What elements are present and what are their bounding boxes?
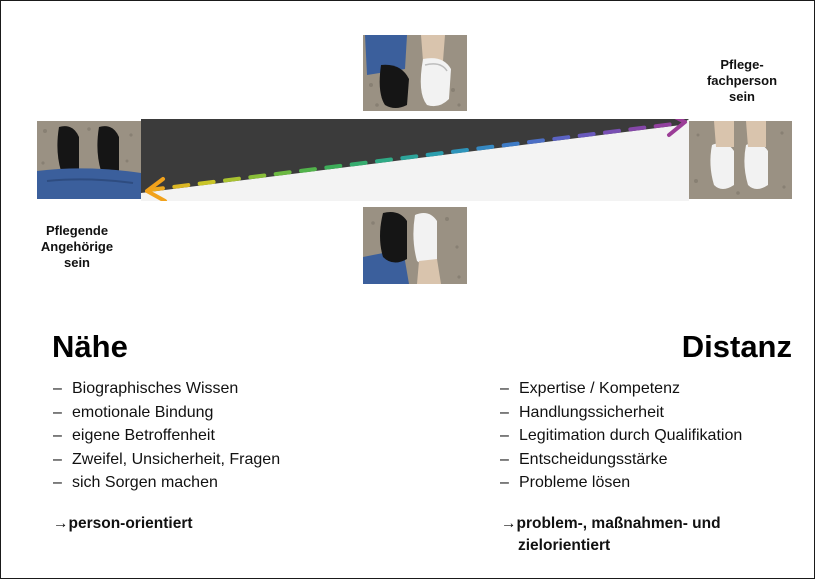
arrowhead-left-icon: [145, 177, 167, 203]
arrow-dash: [628, 125, 647, 132]
role-label-nursing-professional: Pflege- fachperson sein: [706, 57, 778, 104]
list-naehe: –Biographisches Wissen –emotionale Bindu…: [53, 377, 280, 495]
arrow-dash: [197, 179, 216, 186]
arrow-dash: [248, 173, 267, 180]
arrow-dash: [400, 154, 419, 161]
right-arrow-icon: →: [53, 515, 69, 532]
right-arrow-icon: →: [501, 515, 517, 532]
feet-black-shoes-photo: [37, 121, 141, 199]
list-item: –sich Sorgen machen: [53, 474, 218, 492]
arrow-dash: [552, 135, 571, 141]
spectrum-gradient-arrow-line: [147, 122, 672, 192]
arrow-dash: [172, 183, 191, 189]
arrow-dash: [653, 122, 672, 129]
list-item: –Entscheidungsstärke: [500, 450, 668, 468]
nearness-distance-spectrum: [141, 111, 689, 203]
feet-white-clogs-photo: [688, 121, 792, 199]
list-item: –Zweifel, Unsicherheit, Fragen: [53, 450, 281, 468]
arrow-dash: [375, 157, 393, 164]
result-person-oriented: →person-orientiert: [53, 515, 193, 532]
list-item: –Biographisches Wissen: [53, 380, 239, 397]
feet-mixed-shoes-photo-top: [363, 35, 467, 111]
list-distanz: –Expertise / Kompetenz –Handlungssicherh…: [500, 377, 742, 495]
arrow-dash: [451, 147, 469, 154]
heading-naehe: Nähe: [52, 329, 128, 364]
list-item: –Expertise / Kompetenz: [500, 380, 680, 397]
list-item: –eigene Betroffenheit: [53, 427, 215, 445]
list-item: –Probleme lösen: [500, 474, 631, 492]
list-item: –emotionale Bindung: [53, 403, 214, 421]
role-label-family-caregiver: Pflegende Angehörige sein: [40, 223, 114, 270]
arrow-dash: [476, 144, 495, 151]
list-item: –Handlungssicherheit: [500, 403, 664, 421]
result-problem-oriented: →problem-, maßnahmen- und zielorientiert: [501, 515, 721, 554]
arrow-dash: [299, 167, 317, 173]
arrow-dash: [273, 170, 292, 177]
arrow-dash: [425, 151, 444, 157]
arrow-dash: [349, 160, 368, 167]
list-item: –Legitimation durch Qualifikation: [500, 427, 743, 445]
feet-mixed-shoes-photo-bottom: [363, 207, 467, 284]
heading-distanz: Distanz: [681, 329, 792, 364]
arrow-dash: [527, 138, 545, 145]
arrow-dash: [603, 128, 621, 135]
arrow-dash: [501, 141, 520, 148]
arrow-dash: [577, 132, 596, 138]
arrow-dash: [223, 176, 241, 183]
arrow-dash: [324, 163, 343, 170]
